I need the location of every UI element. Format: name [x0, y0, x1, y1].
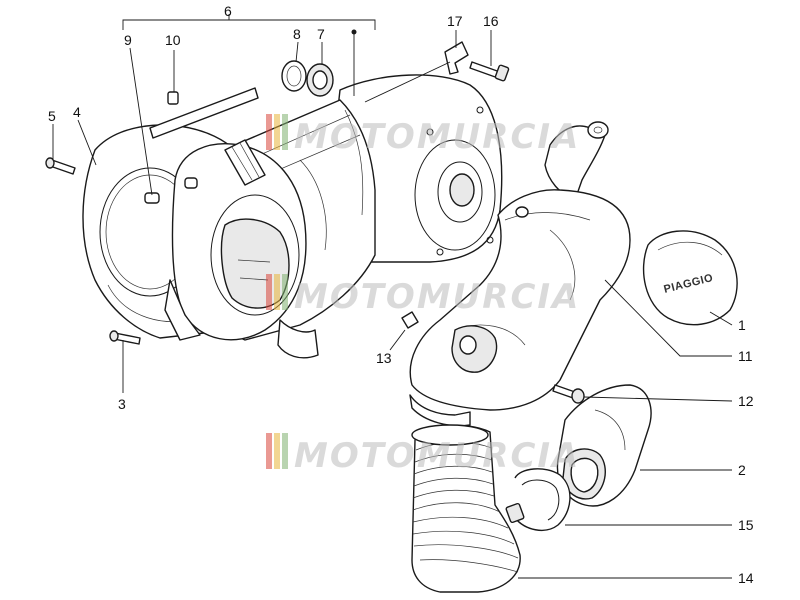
callout-15: 15 [738, 517, 754, 533]
callout-12: 12 [738, 393, 754, 409]
callout-2: 2 [738, 462, 746, 478]
part-11-intake-duct [409, 121, 631, 427]
watermark-text-top: MOTOMURCIA [294, 117, 580, 157]
part-13-clip [401, 311, 419, 329]
watermark-middle: MOTOMURCIA [266, 274, 580, 317]
callout-14: 14 [738, 570, 754, 586]
callout-8: 8 [293, 26, 301, 42]
part-12-screw [552, 384, 585, 404]
part-15-hose-clamp [505, 468, 571, 532]
callout-3: 3 [118, 396, 126, 412]
callout-17: 17 [447, 13, 463, 29]
part-3-screw [109, 330, 141, 345]
watermark-top: MOTOMURCIA [266, 114, 580, 157]
part-1-cover: PIAGGIO [642, 230, 738, 326]
part-10-bracket [149, 87, 259, 139]
part-16-bolt [469, 61, 510, 82]
callout-10: 10 [165, 32, 181, 48]
part-2-duct-outlet [556, 384, 652, 507]
callout-5: 5 [48, 108, 56, 124]
part-14-corrugated-hose [411, 424, 521, 593]
callout-16: 16 [483, 13, 499, 29]
part-17-clip [444, 41, 469, 75]
callout-7: 7 [317, 26, 325, 42]
watermark-bottom: MOTOMURCIA [266, 433, 580, 476]
callout-11: 11 [738, 348, 753, 364]
callout-6: 6 [224, 3, 232, 19]
callout-1: 1 [738, 317, 746, 333]
callout-13: 13 [376, 350, 392, 366]
part-7-bearing [306, 63, 334, 97]
leader-lines [52, 14, 733, 579]
watermark-text-bottom: MOTOMURCIA [294, 436, 580, 476]
part-9-grommets [144, 177, 198, 204]
watermark-text-middle: MOTOMURCIA [294, 277, 580, 317]
callout-9: 9 [124, 32, 132, 48]
callout-labels: 6 9 10 8 7 17 16 5 4 3 13 1 11 12 2 15 1… [48, 3, 754, 586]
callout-4: 4 [73, 104, 81, 120]
part-8-seal-ring [281, 60, 307, 92]
part-5-screw [45, 157, 76, 175]
part-6-crankcase-cover [164, 74, 503, 359]
